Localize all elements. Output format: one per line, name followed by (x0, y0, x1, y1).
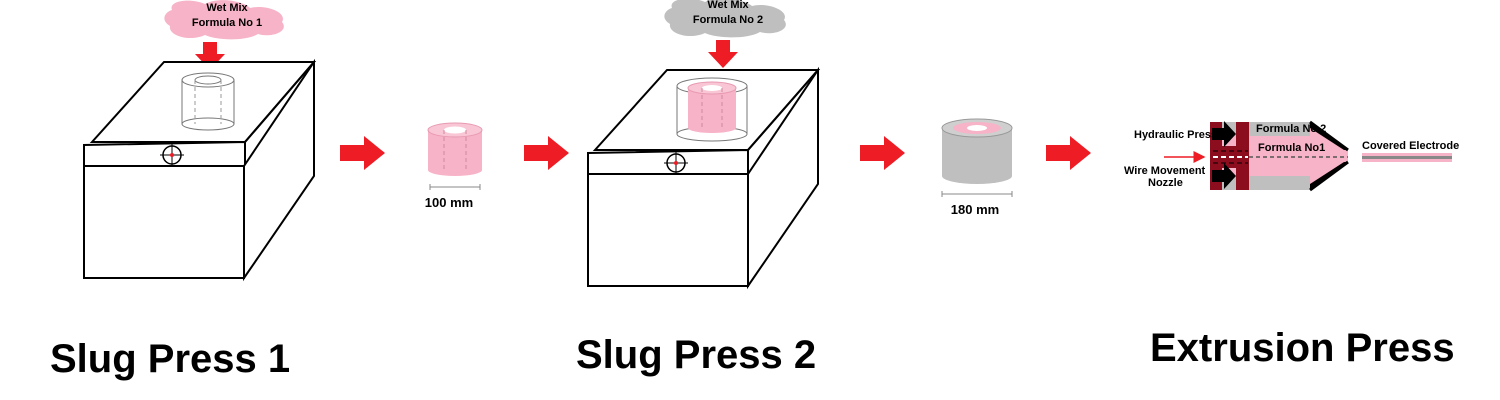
press-2-side-face (747, 66, 819, 290)
press-arrow-bottom (1212, 163, 1236, 189)
mould-2 (676, 77, 748, 142)
flow-arrow-4 (1046, 136, 1091, 170)
press-1-gauge-icon (160, 143, 184, 167)
press-2-gauge-icon (664, 151, 688, 175)
wet-mix-2-cloud (664, 0, 786, 38)
wet-mix-1-line1: Wet Mix (206, 2, 248, 14)
slug-2 (941, 118, 1013, 197)
slug-1 (427, 122, 483, 190)
slug-1-dimension: 100 mm (425, 195, 473, 210)
wet-mix-2-line2: Formula No 2 (693, 14, 763, 26)
flow-arrow-3 (860, 136, 905, 170)
wet-mix-2-line1: Wet Mix (707, 0, 749, 11)
formula-1-label: Formula No1 (1258, 142, 1325, 154)
nozzle-cone (1310, 122, 1348, 190)
slug-press-1-title: Slug Press 1 (50, 337, 290, 381)
wet-mix-1-line2: Formula No 1 (192, 17, 262, 29)
slug-press-2-title: Slug Press 2 (576, 333, 816, 377)
flow-arrow-1 (340, 136, 385, 170)
covered-electrode-label: Covered Electrode (1362, 140, 1459, 152)
press-2-front-face (587, 173, 749, 287)
wire-movement-label: Wire Movement (1124, 165, 1206, 177)
mould-1 (181, 72, 235, 131)
flow-arrow-2 (524, 136, 569, 170)
feed-arrow-1 (195, 42, 225, 70)
extrusion-press: Hydraulic Press Wire Movement Nozzle For… (1124, 120, 1459, 192)
wet-mix-1-cloud (164, 0, 284, 40)
hydraulic-press-label: Hydraulic Press (1134, 129, 1217, 141)
feed-arrow-2 (708, 40, 738, 68)
extrusion-press-title: Extrusion Press (1150, 326, 1455, 370)
press-1-front-face (83, 165, 245, 279)
press-1-side-face (243, 58, 315, 282)
press-arrow-top (1212, 121, 1236, 147)
covered-electrode (1362, 153, 1452, 162)
slug-press-1: Wet Mix Formula No 1 (83, 0, 317, 282)
slug-press-2: Wet Mix Formula No 2 (587, 0, 821, 290)
nozzle-label: Nozzle (1148, 177, 1183, 189)
formula-2-label: Formula No 2 (1256, 123, 1326, 135)
slug-2-dimension: 180 mm (951, 202, 999, 217)
